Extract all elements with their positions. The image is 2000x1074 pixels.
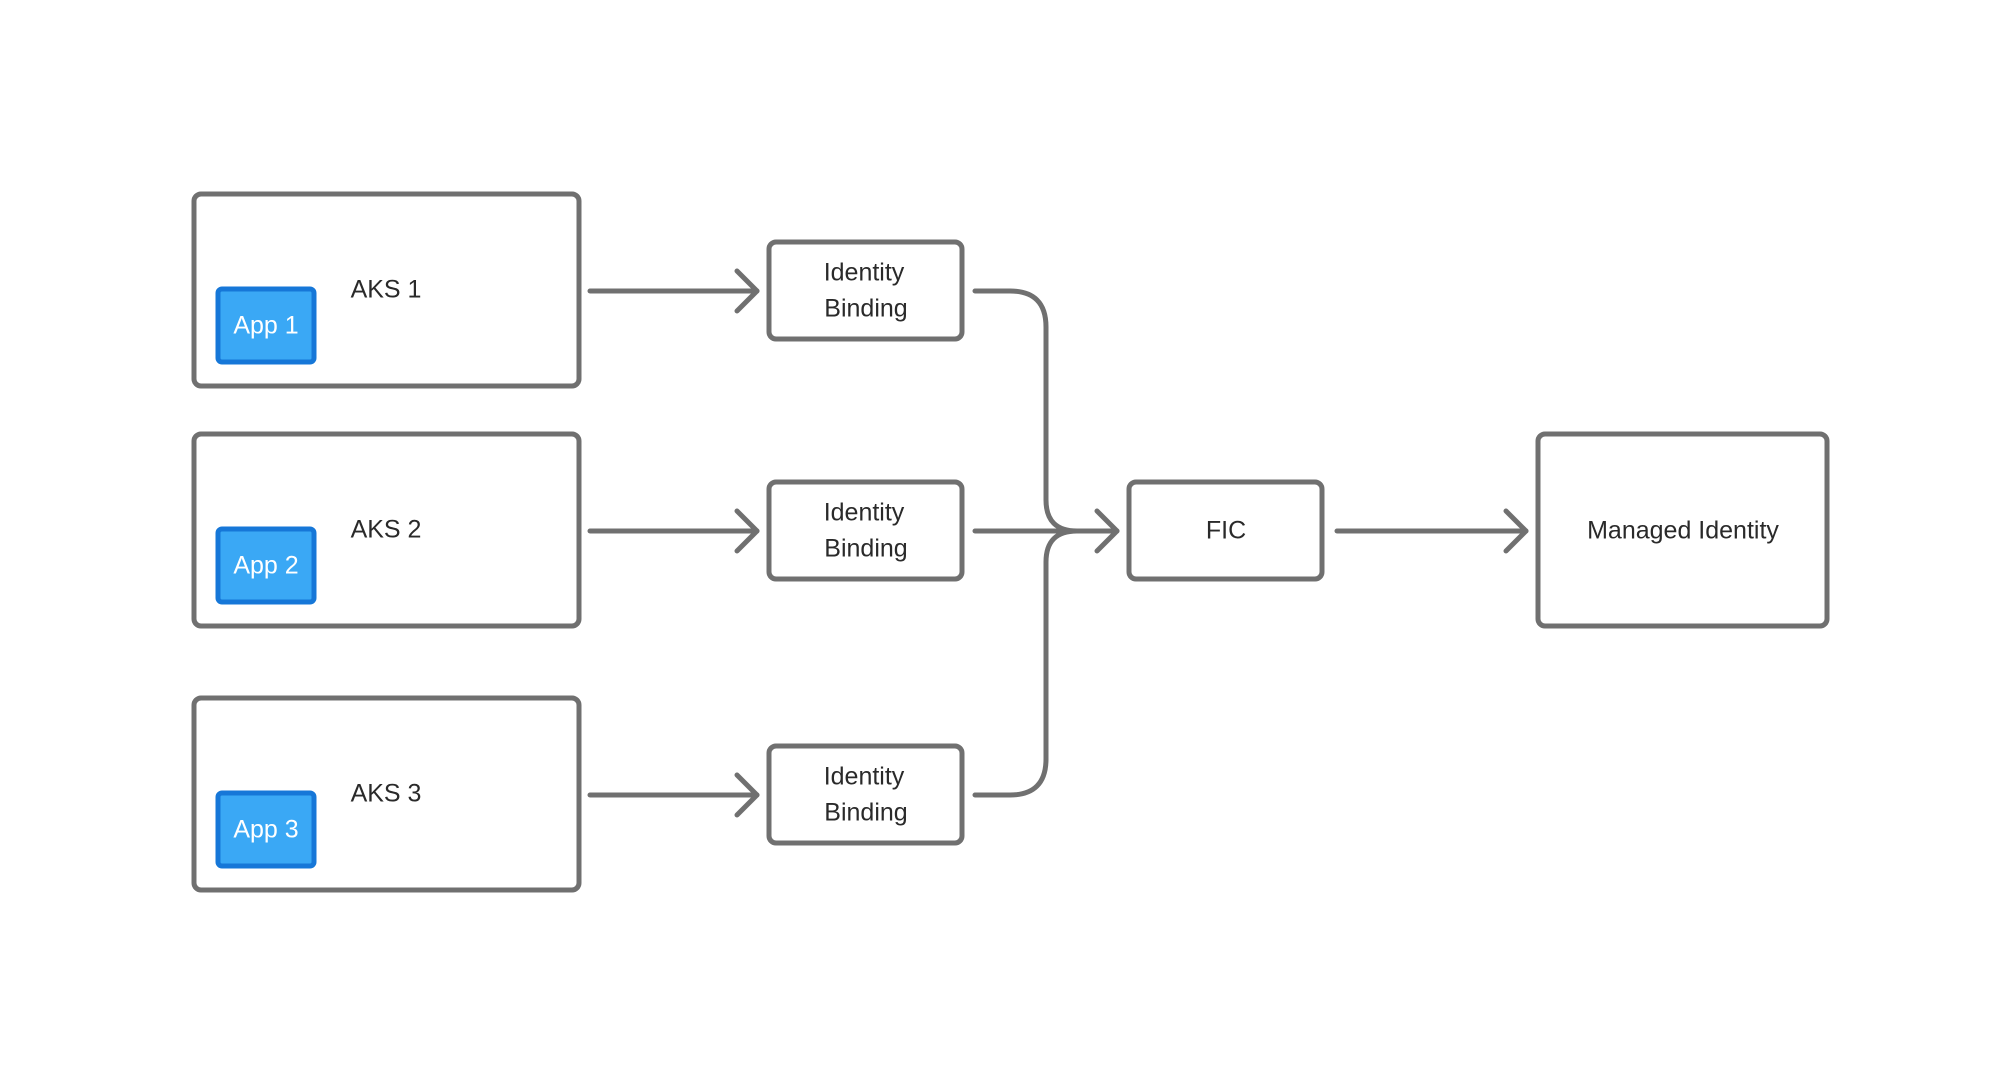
arrowhead-icon [1503,508,1529,554]
managed-identity-box [1535,431,1830,629]
app-3: App 3 [215,790,317,869]
aks-cluster-1: AKS 1 App 1 [191,191,582,389]
identity-binding-2: Identity Binding [766,479,965,582]
identity-binding-3-line2: Binding [824,799,907,827]
aks-cluster-3-label: AKS 3 [351,780,422,808]
app-2: App 2 [215,526,317,605]
arrowhead-icon [734,508,760,554]
app-2-box [215,526,317,605]
app-3-label: App 3 [233,816,298,844]
aks-cluster-2: AKS 2 App 2 [191,431,582,629]
identity-binding-3-box [766,743,965,846]
aks-cluster-2-label: AKS 2 [351,516,422,544]
edge-binding3-to-fic [972,528,1080,798]
edge-binding2-to-fic [972,508,1120,554]
identity-binding-1: Identity Binding [766,239,965,342]
identity-binding-1-line1: Identity [824,259,905,287]
app-1-label: App 1 [233,312,298,340]
fic-label: FIC [1206,517,1246,545]
app-3-box [215,790,317,869]
app-2-label: App 2 [233,552,298,580]
edge-aks3-to-binding3 [587,772,760,818]
arrowhead-icon [734,772,760,818]
edge-aks1-to-binding1 [587,268,760,314]
identity-binding-2-box [766,479,965,582]
edge-fic-to-managed-identity [1334,508,1529,554]
managed-identity-label: Managed Identity [1587,517,1779,545]
identity-binding-1-line2: Binding [824,295,907,323]
aks-cluster-1-label: AKS 1 [351,276,422,304]
edge-aks2-to-binding2 [587,508,760,554]
identity-binding-2-line1: Identity [824,499,905,527]
app-1: App 1 [215,286,317,365]
aks-cluster-3: AKS 3 App 3 [191,695,582,893]
edge-binding1-to-fic [972,288,1080,534]
identity-binding-3: Identity Binding [766,743,965,846]
identity-binding-3-line1: Identity [824,763,905,791]
managed-identity-node: Managed Identity [1535,431,1830,629]
fic-node: FIC [1126,479,1325,582]
identity-binding-2-line2: Binding [824,535,907,563]
arrowhead-icon [1094,508,1120,554]
app-1-box [215,286,317,365]
identity-binding-1-box [766,239,965,342]
arrowhead-icon [734,268,760,314]
fic-box [1126,479,1325,582]
